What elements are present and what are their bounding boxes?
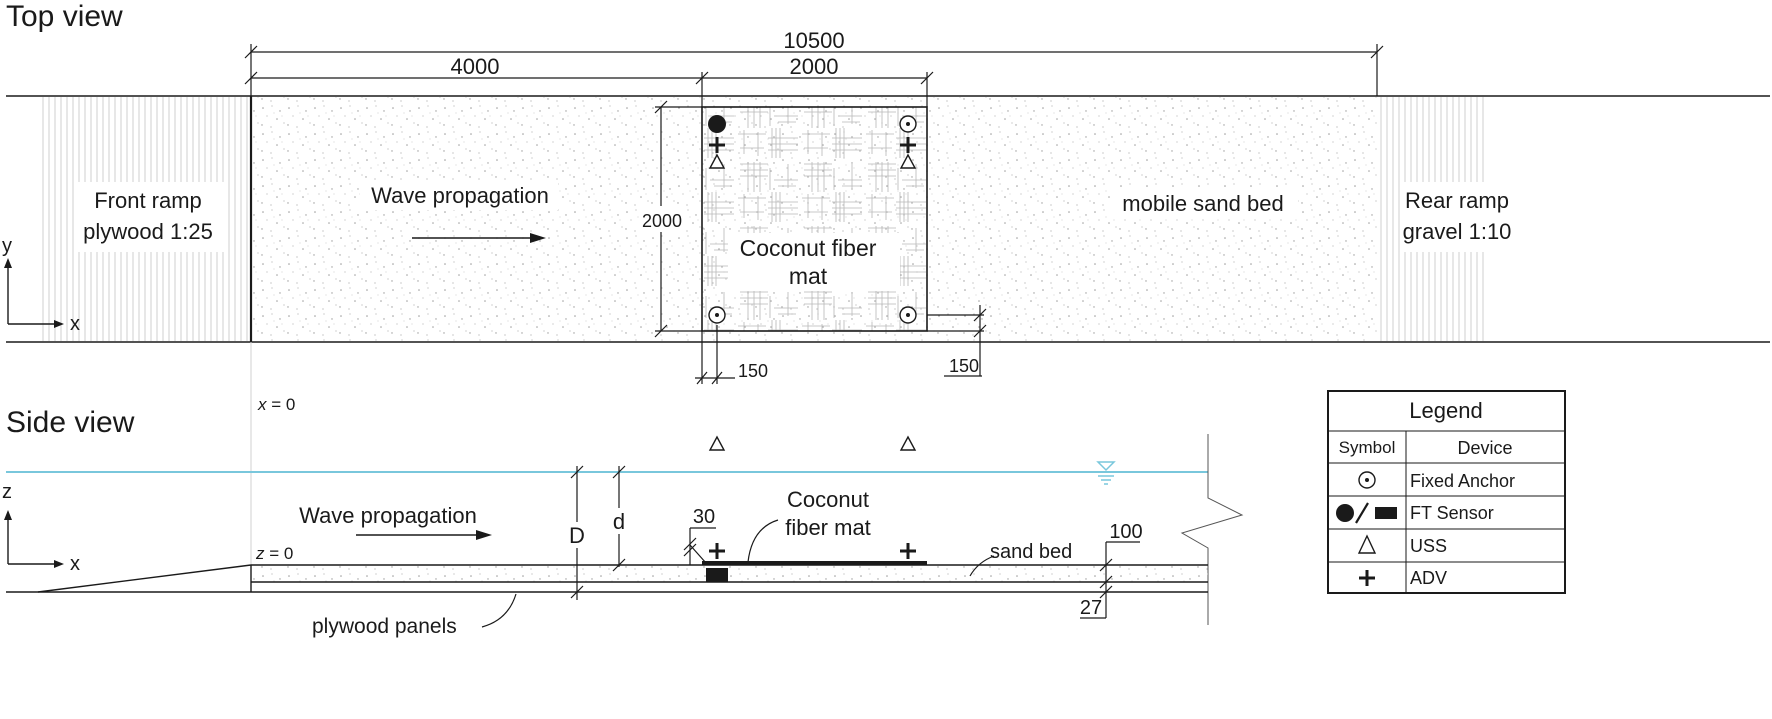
adv-plus-icon [709,543,725,559]
side-mat-label-2: fiber mat [785,515,871,540]
adv-plus-icon [900,543,916,559]
dim-to-mat [244,71,934,107]
side-mat-leader [747,519,779,563]
filled-circle-and-square-icon [1336,502,1397,524]
legend-frame [1327,390,1566,594]
legend-header-symbol: Symbol [1339,438,1396,457]
top-axis-x-arrow [54,320,64,328]
dim-total-length [244,44,1384,96]
plywood-leader [481,593,517,628]
adv-plus-icon [900,137,916,153]
legend-device-adv: ADV [1410,568,1447,588]
front-ramp-label-2: plywood 1:25 [83,219,213,244]
uss-triangle-icon [708,153,726,169]
top-view-title: Top view [6,0,123,33]
top-sand-label: mobile sand bed [1122,191,1283,216]
triangle-icon [1357,534,1377,554]
legend-header-device: Device [1457,438,1512,458]
dim-27-label: 27 [1080,597,1102,619]
legend-grid [1328,430,1565,593]
mat-label-bg [728,233,900,291]
top-axis-y-label: y [2,235,12,257]
mat-label-2: mat [789,263,828,289]
dim-offset-y [927,305,987,377]
fixed-anchor-icon [899,306,917,324]
top-axis-y-arrow [4,258,12,268]
dim-offset-x-label: 150 [738,361,768,381]
dim-mat-width-label: 2000 [642,211,682,231]
dim-mat-length-label: 2000 [790,54,839,79]
coconut-mat-top [701,106,928,332]
dim-100-label: 100 [1109,521,1142,543]
dim-d-label: d [613,509,625,534]
front-ramp-slope [37,564,252,593]
uss-triangle-icon [899,435,917,451]
plus-icon [1359,570,1375,586]
dim-mat-width-bg [640,206,684,232]
side-axis-z-arrow [4,510,12,520]
dim-D-bg [567,522,587,548]
side-wave-arrow [356,530,492,540]
front-ramp-label-1: Front ramp [94,188,202,213]
wave-label-bg [360,180,558,210]
water-level-icon [1096,461,1116,485]
plywood-label: plywood panels [312,615,457,638]
flume-end-break [1180,434,1244,625]
uss-triangle-icon [899,153,917,169]
dim-100-27 [1080,541,1140,619]
ft-sensor-box [706,568,728,582]
side-wave-label: Wave propagation [299,503,477,528]
top-axes [7,262,60,325]
fixed-anchor-icon [899,115,917,133]
side-sand-leader [969,555,995,577]
dim-30-label: 30 [693,506,715,528]
x-zero-label: x = 0 [257,395,295,414]
side-axis-z-label: z [2,481,12,503]
z-zero-label: z = 0 [255,544,293,563]
dim-D-label: D [569,523,585,548]
legend-device-uss: USS [1410,536,1447,556]
side-axis-x-arrow [54,560,64,568]
dim-to-mat-label: 4000 [451,54,500,79]
rear-ramp-label-2: gravel 1:10 [1403,219,1512,244]
legend-device-fixed-anchor: Fixed Anchor [1410,471,1515,491]
circle-dot-icon [1358,471,1376,489]
dim-offset-x [695,325,735,385]
rear-ramp-label-bg [1400,182,1510,252]
side-sand-label: sand bed [990,541,1072,563]
top-wave-label: Wave propagation [371,183,549,208]
dim-total-label: 10500 [783,28,844,53]
fixed-anchor-icon [708,306,726,324]
side-view: Side view x = 0 [2,342,1244,638]
front-ramp-label-bg [78,182,226,252]
sand-bed-side [252,566,1208,582]
ft-sensor-icon [708,115,726,133]
legend: Legend Symbol Device Fixed Anchor FT Sen… [1327,390,1566,594]
adv-plus-icon [709,137,725,153]
dim-30 [683,527,716,565]
top-view: Top view Front ramp plywood 1:25 Rear ra… [2,0,1770,385]
side-axes [7,514,60,565]
side-view-title: Side view [6,406,135,439]
top-wave-arrow [412,233,546,243]
mat-label-1: Coconut fiber [740,235,877,261]
legend-title: Legend [1409,398,1482,423]
dim-offset-y-label: 150 [949,356,979,376]
dim-d-bg [609,508,629,534]
rear-ramp-label-1: Rear ramp [1405,188,1509,213]
side-axis-x-label: x [70,553,80,575]
legend-device-ft-sensor: FT Sensor [1410,503,1494,523]
uss-triangle-icon [708,435,726,451]
side-mat-label-1: Coconut [787,487,869,512]
sand-label-bg [1110,188,1298,218]
top-axis-x-label: x [70,313,80,335]
